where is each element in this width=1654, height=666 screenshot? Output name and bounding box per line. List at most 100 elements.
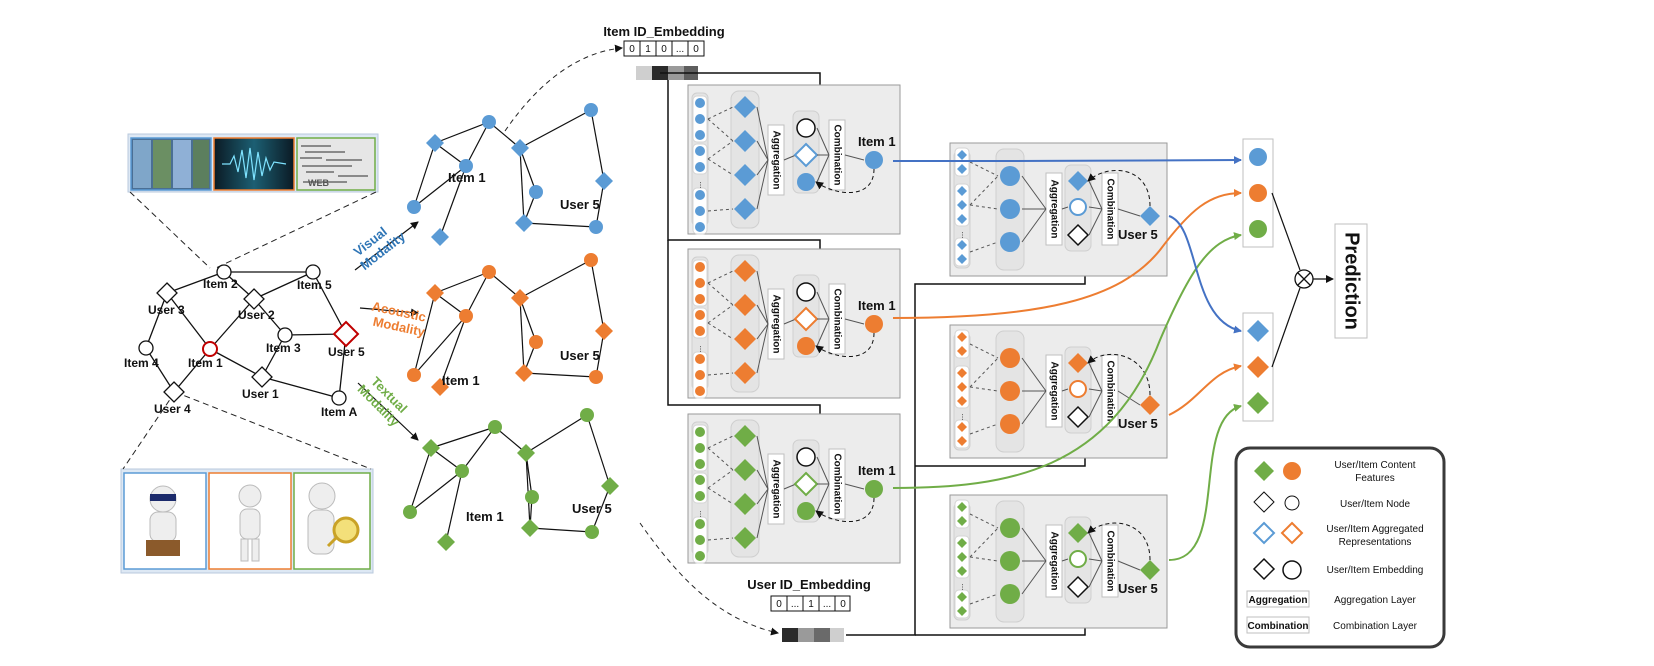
graph-label-item-1: Item 1 [188, 356, 223, 370]
graph-label-user-2: User 2 [238, 308, 275, 322]
item-textual-output-label: Item 1 [858, 463, 896, 478]
user-textual-neighbor-node-1-1 [957, 552, 967, 562]
user-textual-agg-edge-0 [1021, 527, 1047, 562]
listening-figure [208, 472, 292, 570]
acoustic-graph-user-node-9 [595, 322, 613, 340]
item-acoustic-output-label: Item 1 [858, 298, 896, 313]
user-textual-link-1-1 [969, 556, 999, 562]
user-textual-neighbor-node-1-0 [957, 538, 967, 548]
item-visual-neighbor-node-0-0 [695, 98, 705, 108]
user-visual-neighbor-node-1-2 [957, 214, 967, 224]
legend-content-diamond-icon [1254, 461, 1274, 481]
acoustic-graph-edge-6 [519, 297, 537, 343]
user-visual-neighbor-ellipsis: ... [960, 232, 969, 239]
item-textual-neighbor-node-2-0 [695, 519, 705, 529]
item-acoustic-neighbor-node-0-0 [695, 262, 705, 272]
user-textual-link-2-2 [969, 593, 999, 605]
textual-graph-user-5-label: User 5 [572, 501, 612, 516]
textual-graph-edge-4 [409, 470, 463, 513]
item-visual-output-node [1249, 148, 1267, 166]
graph-item-3-node [277, 327, 293, 343]
item-visual-neighbor-node-0-1 [695, 114, 705, 124]
user-acoustic-aggregated-node [1069, 380, 1087, 398]
item-acoustic-content-node [797, 337, 815, 355]
visual-graph-user-node-9 [595, 172, 613, 190]
item-textual-agg-edge-3 [756, 488, 769, 539]
acoustic-graph-edge-12 [413, 292, 436, 376]
item-visual-agg-edge-3 [756, 159, 769, 210]
user-visual-representation-node-2 [1000, 232, 1020, 252]
textual-graph-edge-0 [430, 426, 496, 449]
user-visual-link-1-1 [969, 204, 999, 210]
user-acoustic-neighbor-node-0-1 [957, 346, 967, 356]
item-visual-link-1-1 [707, 140, 734, 160]
user-textual-agg-edge-2 [1021, 560, 1047, 595]
item-id-embedding-title: Item ID_Embedding [603, 24, 724, 39]
item-acoustic-output-node [865, 315, 883, 333]
acoustic-graph-edge-7 [519, 259, 592, 299]
legend-node-diamond-icon [1253, 491, 1275, 513]
visual-graph-item-node-10 [589, 220, 603, 234]
item-acoustic-neighbor-node-2-1 [695, 370, 705, 380]
textual-graph-edge-1 [461, 426, 496, 472]
item-visual-neighbor-node-2-2 [695, 222, 705, 232]
item-textual-agg-edge-0 [756, 435, 769, 490]
legend-node-circle-icon [1284, 495, 1300, 511]
user-textual-representation-node-2 [1000, 584, 1020, 604]
legend-row-5-text: Aggregation Layer [1334, 595, 1416, 606]
item-textual-link-2-1 [707, 487, 734, 505]
graph-label-item-2: Item 2 [203, 277, 238, 291]
user-textual-comb-edge-2 [1088, 560, 1103, 588]
user-acoustic-link-0-0 [969, 343, 999, 359]
user-textual-feedback-loop [1087, 522, 1151, 561]
item-visual-representation-node-0 [734, 96, 756, 118]
user-acoustic-link-2-2 [969, 423, 999, 435]
graph-item-5-node [305, 264, 321, 280]
item-visual-feedback-loop [815, 168, 875, 193]
user-id-embedding-title: User ID_Embedding [747, 577, 871, 592]
user-id-bit-3: 1 [808, 599, 814, 610]
textual-graph-item-1-label: Item 1 [466, 509, 504, 524]
user-acoustic-panel-background [949, 324, 1168, 459]
graph-label-user-5: User 5 [328, 345, 365, 359]
acoustic-graph-item-1-label: Item 1 [442, 373, 480, 388]
textual-graph-edge-11 [591, 485, 611, 533]
graph-item-1-node [202, 341, 218, 357]
visual-graph-user-node-5 [431, 228, 449, 246]
textual-graph-item-node-1 [488, 420, 502, 434]
user-textual-aggregation-label: Aggregation [1048, 532, 1059, 591]
user-acoustic-representation-node-0 [1000, 348, 1020, 368]
visual-graph-user-node-7 [515, 214, 533, 232]
user-visual-comb-to-output [1117, 208, 1141, 217]
textual-graph-item-node-6 [525, 490, 539, 504]
acoustic-graph-edge-9 [523, 372, 597, 378]
item-textual-neighbor-node-2-2 [695, 551, 705, 561]
user-textual-neighbor-ellipsis: ... [960, 584, 969, 591]
item-textual-neighbor-node-0-2 [695, 459, 705, 469]
user-acoustic-neighbor-node-2-0 [957, 422, 967, 432]
output-curves [892, 156, 1242, 561]
legend-content-circle-icon [1283, 462, 1301, 480]
user-textual-aggregated-node [1069, 550, 1087, 568]
user-textual-id-embedding-node [1066, 575, 1090, 599]
item-id-bit-1: 0 [629, 44, 635, 55]
visual-graph-edge-0 [434, 121, 490, 144]
graph-label-item-a: Item A [321, 405, 358, 419]
item-textual-comb-edge-0 [816, 456, 830, 485]
textual-graph-user-node-3 [517, 444, 535, 462]
user-textual-neighbor-node-0-1 [957, 516, 967, 526]
acoustic-graph-edge-1 [465, 271, 490, 317]
legend-combination-box-label: Combination [1247, 621, 1308, 632]
visual-graph-item-node-1 [482, 115, 496, 129]
graph-label-item-3: Item 3 [266, 341, 301, 355]
user-visual-neighbor-node-1-0 [957, 186, 967, 196]
user-acoustic-agg-to-state [1061, 388, 1069, 392]
item-visual-neighbor-node-1-1 [695, 162, 705, 172]
item-textual-neighbor-node-0-1 [695, 443, 705, 453]
item-visual-link-2-1 [707, 158, 734, 176]
item-acoustic-representation-column [730, 254, 760, 393]
textual-graph-user-node-7 [521, 519, 539, 537]
user-acoustic-output-node [1247, 356, 1269, 378]
